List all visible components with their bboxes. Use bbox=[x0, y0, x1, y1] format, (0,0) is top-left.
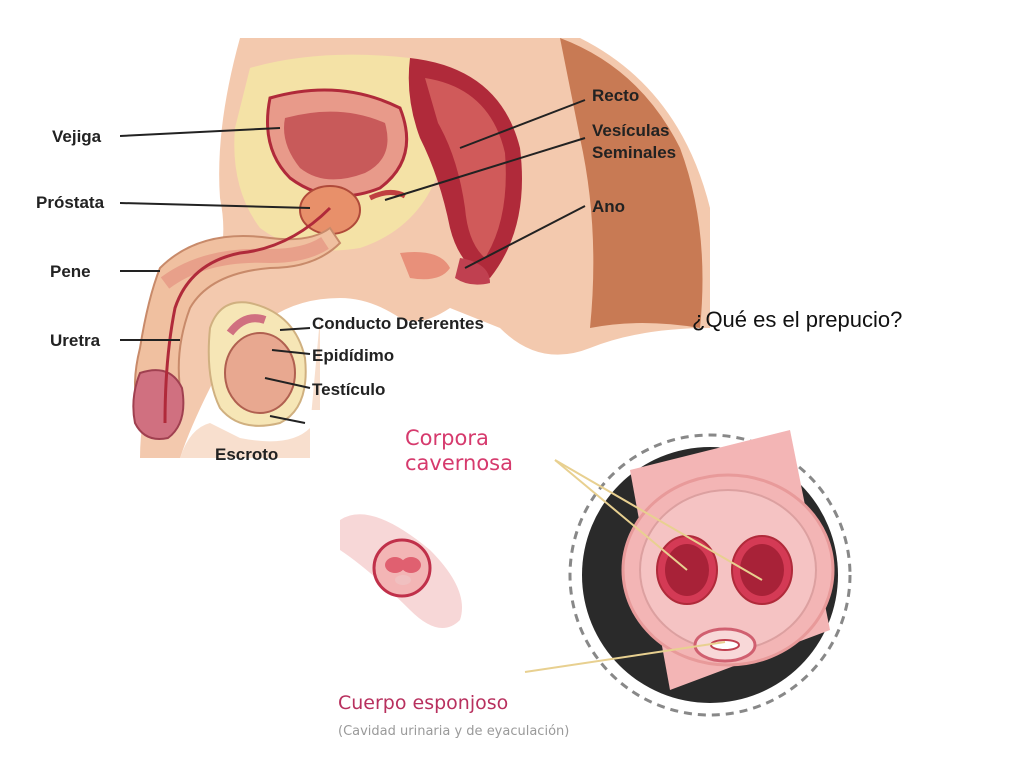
label-recto: Recto bbox=[592, 86, 640, 105]
slide-title: ¿Qué es el prepucio? bbox=[692, 307, 903, 332]
label-conducto-deferentes: Conducto Deferentes bbox=[312, 314, 484, 333]
corpora-cavernosa-label: Corpora cavernosa bbox=[405, 426, 513, 475]
label-uretra: Uretra bbox=[50, 331, 101, 350]
label-epididimo: Epidídimo bbox=[312, 346, 395, 365]
cuerpo-esponjoso-label: Cuerpo esponjoso bbox=[338, 692, 509, 714]
label-escroto: Escroto bbox=[215, 445, 279, 464]
label-vejiga: Vejiga bbox=[52, 127, 102, 146]
anatomy-illustration bbox=[120, 38, 710, 458]
label-testiculo: Testículo bbox=[312, 380, 386, 399]
cross-section-illustration bbox=[340, 430, 852, 717]
label-vesiculas-seminales: Vesículas Seminales bbox=[592, 121, 677, 162]
label-ano: Ano bbox=[592, 197, 626, 216]
cuerpo-esponjoso-sublabel: (Cavidad urinaria y de eyaculación) bbox=[338, 724, 570, 739]
label-prostata: Próstata bbox=[36, 193, 105, 212]
label-pene: Pene bbox=[50, 262, 91, 281]
